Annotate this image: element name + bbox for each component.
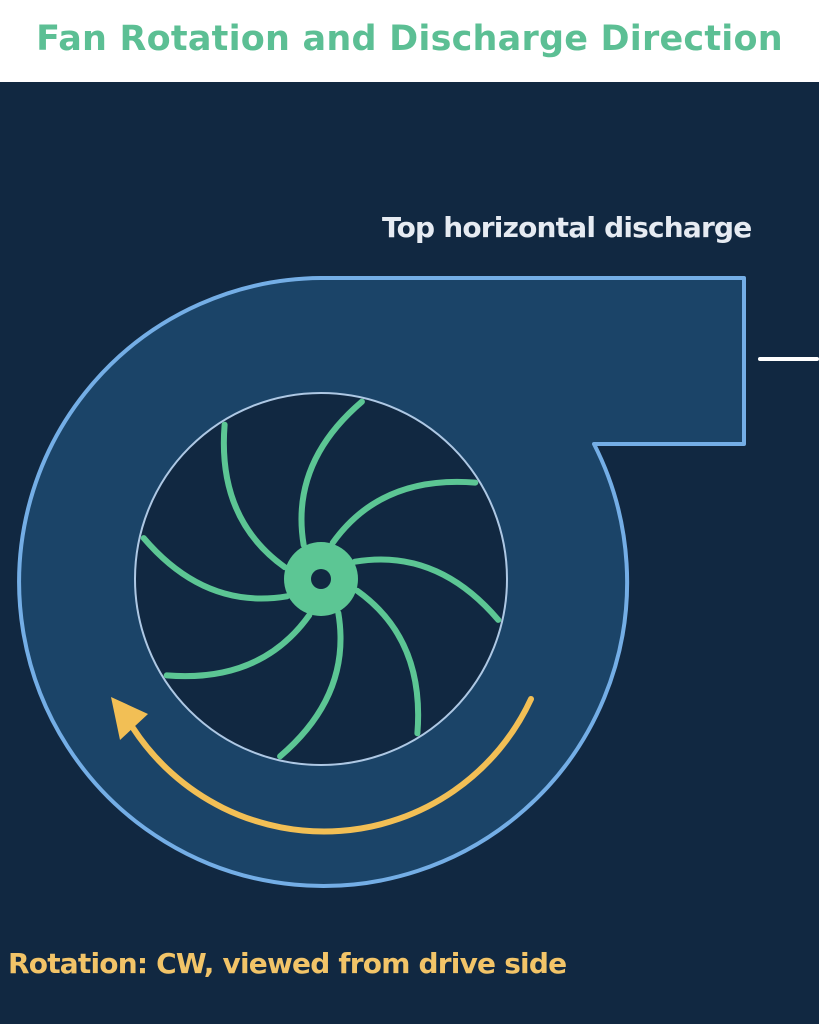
impeller-blade: [351, 556, 502, 623]
curved-arrow-icon: [111, 697, 148, 740]
rotation-arrow-arc: [130, 696, 534, 835]
discharge-label: Top horizontal discharge: [382, 211, 752, 244]
fan-diagram: [17, 276, 819, 888]
impeller-blade: [298, 398, 365, 549]
impeller-blade: [277, 609, 344, 760]
impeller-blade: [163, 612, 313, 680]
discharge-marker: [758, 357, 819, 361]
diagram-panel: Top horizontal discharge Rotation: CW, v…: [0, 82, 819, 1024]
impeller-blade: [140, 535, 291, 602]
impeller-blades: [140, 398, 502, 760]
header-bar: Fan Rotation and Discharge Direction: [0, 0, 819, 82]
impeller-blade: [220, 421, 288, 571]
impeller-blade: [329, 478, 479, 546]
page-title: Fan Rotation and Discharge Direction: [36, 19, 783, 59]
impeller-blade: [354, 587, 422, 737]
rotation-label: Rotation: CW, viewed from drive side: [8, 947, 567, 980]
hub-hole: [311, 569, 331, 589]
